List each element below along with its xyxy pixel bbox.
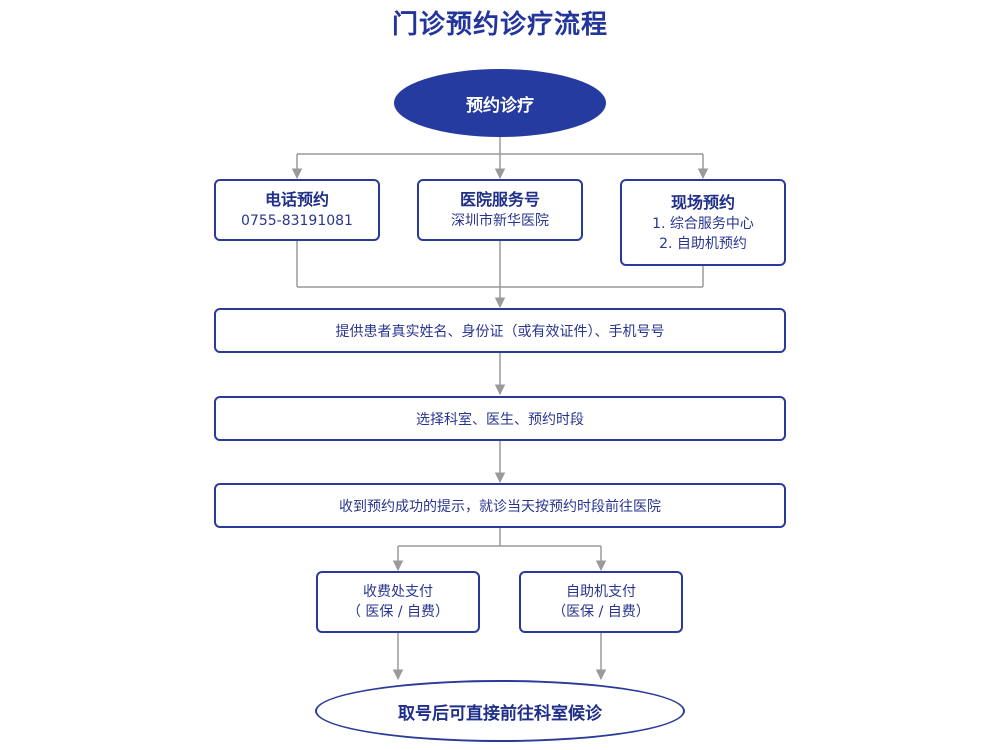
step-provide-info: 提供患者真实姓名、身份证（或有效证件）、手机号号 bbox=[214, 308, 786, 353]
payment-cashier-title: 收费处支付 bbox=[363, 584, 433, 600]
method-service-account: 医院服务号 深圳市新华医院 bbox=[417, 179, 583, 241]
method-onsite-title: 现场预约 bbox=[670, 192, 735, 212]
step-confirmation: 收到预约成功的提示，就诊当天按预约时段前往医院 bbox=[214, 483, 786, 528]
payment-cashier-note: （ 医保 / 自费） bbox=[346, 604, 450, 620]
method-service-title: 医院服务号 bbox=[459, 189, 540, 209]
method-onsite-option-2: 2. 自助机预约 bbox=[659, 235, 747, 252]
method-onsite-option-1: 1. 综合服务中心 bbox=[652, 215, 754, 232]
end-node: 取号后可直接前往科室候诊 bbox=[315, 680, 685, 742]
method-phone-number: 0755-83191081 bbox=[241, 212, 353, 229]
payment-kiosk-note: （医保 / 自费） bbox=[552, 604, 650, 620]
page-title: 门诊预约诊疗流程 bbox=[391, 10, 608, 40]
method-phone: 电话预约 0755-83191081 bbox=[214, 179, 380, 241]
step-select-department: 选择科室、医生、预约时段 bbox=[214, 396, 786, 441]
payment-kiosk-title: 自助机支付 bbox=[566, 584, 636, 600]
payment-cashier: 收费处支付 （ 医保 / 自费） bbox=[316, 571, 480, 633]
method-service-name: 深圳市新华医院 bbox=[451, 212, 549, 229]
method-onsite: 现场预约 1. 综合服务中心 2. 自助机预约 bbox=[620, 179, 786, 266]
method-phone-title: 电话预约 bbox=[264, 189, 329, 209]
payment-kiosk: 自助机支付 （医保 / 自费） bbox=[519, 571, 683, 633]
start-node: 预约诊疗 bbox=[394, 69, 606, 137]
